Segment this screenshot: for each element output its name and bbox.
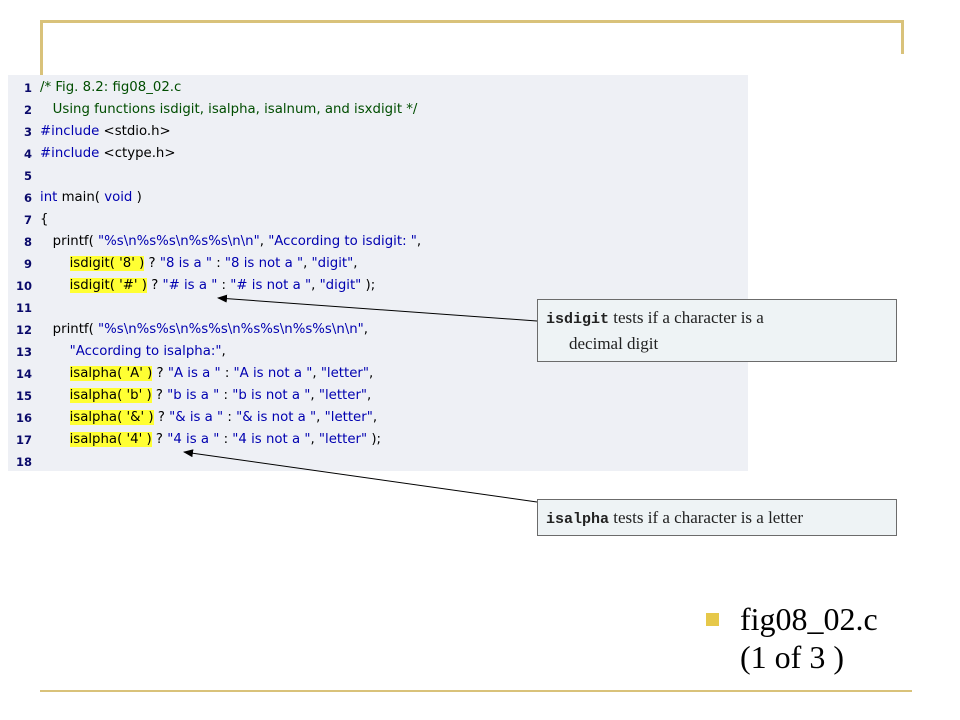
code-text: int main( void ) — [40, 190, 142, 205]
line-number: 12 — [15, 323, 32, 337]
code-line: 9 isdigit( '8' ) ? "8 is a " : "8 is not… — [8, 253, 748, 275]
code-text: isalpha( '4' ) ? "4 is a " : "4 is not a… — [69, 432, 382, 447]
code-line: 16 isalpha( '&' ) ? "& is a " : "& is no… — [8, 407, 748, 429]
line-number: 5 — [23, 169, 32, 183]
line-number: 13 — [15, 345, 32, 359]
frame-bottom-rule — [40, 690, 912, 692]
code-line: 12 printf( "%s\n%s%s\n%s%s\n%s%s\n%s%s\n… — [8, 319, 748, 341]
isdigit-callout-text: tests if a character is a — [609, 308, 764, 327]
code-text: isalpha( 'A' ) ? "A is a " : "A is not a… — [69, 366, 374, 381]
line-number: 1 — [23, 81, 32, 95]
code-line: 11 — [8, 297, 748, 319]
line-number: 17 — [15, 433, 32, 447]
code-line: 13 "According to isalpha:", — [8, 341, 748, 363]
code-listing: 1 /* Fig. 8.2: fig08_02.c 2 Using function… — [8, 75, 748, 471]
line-number: 15 — [15, 389, 32, 403]
line-number: 10 — [15, 279, 32, 293]
code-text: #include <stdio.h> — [40, 124, 171, 139]
code-line: 8 printf( "%s\n%s%s\n%s%s\n\n", "Accordi… — [8, 231, 748, 253]
code-line: 14 isalpha( 'A' ) ? "A is a " : "A is no… — [8, 363, 748, 385]
slide-caption-filename: fig08_02.c — [740, 601, 878, 637]
code-line: 2 Using functions isdigit, isalpha, isal… — [8, 99, 748, 121]
isdigit-callout-continuation: decimal digit — [569, 334, 659, 353]
line-number: 9 — [23, 257, 32, 271]
isdigit-callout-code: isdigit — [546, 311, 610, 328]
code-text: isalpha( 'b' ) ? "b is a " : "b is not a… — [69, 388, 372, 403]
slide-caption: fig08_02.c (1 of 3 ) — [740, 600, 940, 676]
code-line: 6 int main( void ) — [8, 187, 748, 209]
line-number: 14 — [15, 367, 32, 381]
code-line: 10 isdigit( '#' ) ? "# is a " : "# is no… — [8, 275, 748, 297]
line-number: 2 — [23, 103, 32, 117]
code-text: printf( "%s\n%s%s\n%s%s\n\n", "According… — [40, 234, 422, 249]
line-number: 8 — [23, 235, 32, 249]
isalpha-callout-text: tests if a character is a letter — [609, 508, 803, 527]
line-number: 3 — [23, 125, 32, 139]
code-text: "According to isalpha:", — [69, 344, 226, 359]
isalpha-callout: isalpha tests if a character is a letter — [537, 499, 897, 536]
line-number: 16 — [15, 411, 32, 425]
slide-caption-page: (1 of 3 ) — [740, 639, 844, 675]
code-line: 3 #include <stdio.h> — [8, 121, 748, 143]
code-text: isalpha( '&' ) ? "& is a " : "& is not a… — [69, 410, 378, 425]
line-number: 7 — [23, 213, 32, 227]
code-text: /* Fig. 8.2: fig08_02.c — [40, 80, 182, 95]
line-number: 11 — [15, 301, 32, 315]
code-line: 17 isalpha( '4' ) ? "4 is a " : "4 is no… — [8, 429, 748, 451]
frame-right-rule — [901, 20, 904, 54]
code-line: 7{ — [8, 209, 748, 231]
frame-top-rule — [40, 20, 904, 23]
code-line: 5 — [8, 165, 748, 187]
code-line: 18 — [8, 451, 748, 473]
code-text: printf( "%s\n%s%s\n%s%s\n%s%s\n%s%s\n\n"… — [40, 322, 369, 337]
code-text: Using functions isdigit, isalpha, isalnu… — [40, 102, 418, 117]
bullet-square-icon — [706, 613, 719, 626]
code-text: { — [40, 212, 49, 227]
frame-left-rule — [40, 20, 43, 77]
code-text: isdigit( '8' ) ? "8 is a " : "8 is not a… — [69, 256, 358, 271]
code-line: 1 /* Fig. 8.2: fig08_02.c — [8, 77, 748, 99]
code-line: 4 #include <ctype.h> — [8, 143, 748, 165]
line-number: 4 — [23, 147, 32, 161]
isdigit-callout: isdigit tests if a character is a decima… — [537, 299, 897, 362]
isalpha-callout-code: isalpha — [546, 511, 610, 528]
code-text: #include <ctype.h> — [40, 146, 176, 161]
code-text: isdigit( '#' ) ? "# is a " : "# is not a… — [69, 278, 376, 293]
line-number: 6 — [23, 191, 32, 205]
line-number: 18 — [15, 455, 32, 469]
code-line: 15 isalpha( 'b' ) ? "b is a " : "b is no… — [8, 385, 748, 407]
